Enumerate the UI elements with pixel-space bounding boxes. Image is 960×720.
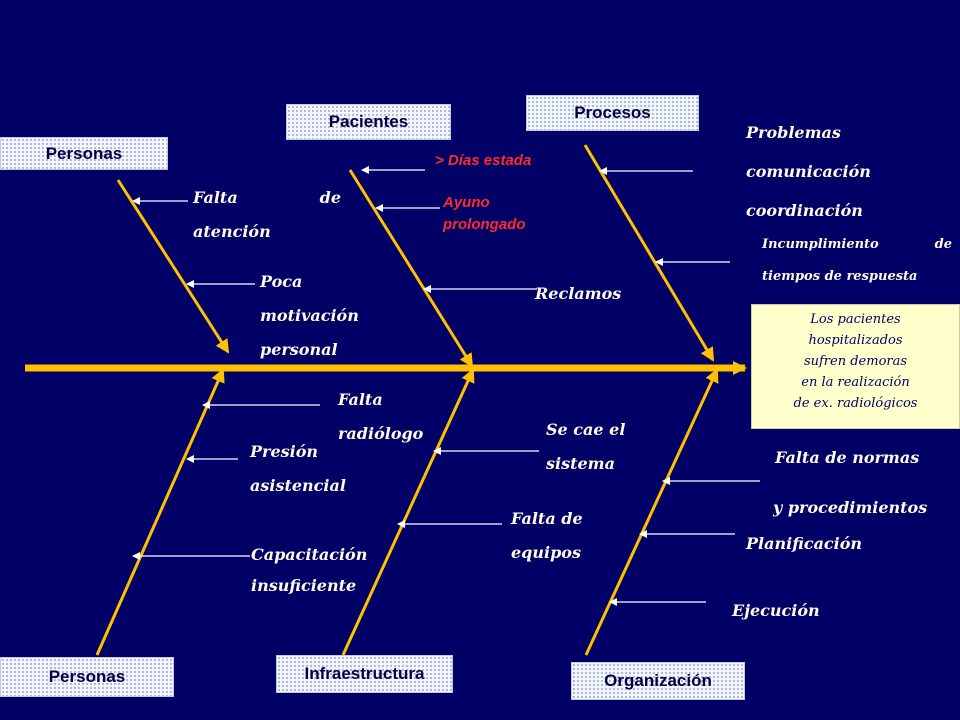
category-organizacion: Organización	[571, 662, 745, 700]
cause-line: atención	[193, 222, 271, 241]
bone-infraestructura	[341, 368, 475, 656]
cause-reclamos: Reclamos	[535, 277, 621, 311]
cause-line: asistencial	[250, 476, 346, 495]
cause-falta-radiologo: Falta radiólogo	[338, 383, 423, 451]
cause-word: de	[319, 188, 341, 207]
bone-personas-bottom	[95, 368, 225, 656]
cause-line: Presión	[250, 442, 319, 461]
category-procesos: Procesos	[526, 95, 699, 131]
category-personas-top: Personas	[0, 137, 168, 170]
cause-falta-normas: Falta de normas	[775, 441, 919, 475]
cause-line: Se cae el	[546, 420, 626, 439]
category-personas-bottom: Personas	[0, 657, 174, 697]
effect-line: Los pacientes	[810, 312, 901, 327]
cause-line: Ejecución	[732, 601, 820, 620]
cause-line: tiempos de respuesta	[762, 269, 918, 284]
cause-line: insuficiente	[251, 576, 357, 595]
cause-line: Ayuno	[443, 194, 490, 211]
category-infraestructura: Infraestructura	[276, 655, 453, 693]
bone-personas-top	[116, 179, 230, 354]
cause-line: Planificación	[746, 534, 863, 553]
cause-incumplimiento: Incumplimiento de tiempos de respuesta	[762, 229, 952, 293]
cause-line: sistema	[546, 454, 615, 473]
cause-line: > Días estada	[435, 152, 532, 169]
cause-line: comunicación	[746, 162, 871, 181]
bone-organizacion	[584, 368, 719, 656]
cause-planificacion: Planificación	[746, 527, 862, 561]
cause-line: Reclamos	[535, 284, 622, 303]
bone-procesos	[583, 144, 715, 362]
cause-ayuno: Ayuno prolongado	[443, 192, 526, 236]
cause-se-cae-sistema: Se cae el sistema	[546, 413, 625, 481]
cause-line: radiólogo	[338, 424, 424, 443]
cause-line: Capacitación	[251, 545, 368, 564]
cause-capacitacion: Capacitación insuficiente	[251, 539, 367, 601]
cause-presion: Presión asistencial	[250, 435, 346, 503]
cause-dias-estada: > Días estada	[435, 150, 531, 172]
cause-line: coordinación	[746, 201, 863, 220]
cause-falta-atencion: Falta de atención	[193, 181, 341, 249]
cause-word: Incumplimiento	[762, 237, 879, 252]
cause-ejecucion: Ejecución	[732, 594, 820, 628]
effect-line: en la realización	[801, 375, 910, 390]
cause-procedimientos: y procedimientos	[773, 491, 927, 525]
cause-line: Falta de	[511, 509, 583, 528]
effect-line: de ex. radiológicos	[793, 396, 918, 411]
cause-line: Problemas	[746, 123, 841, 142]
effect-line: hospitalizados	[808, 333, 903, 348]
cause-line: Poca	[260, 272, 303, 291]
cause-falta-equipos: Falta de equipos	[511, 502, 583, 570]
bone-pacientes	[348, 169, 474, 368]
cause-word: Falta	[193, 188, 238, 207]
cause-line: personal	[260, 340, 338, 359]
cause-line: y procedimientos	[773, 498, 928, 517]
effect-box: Los pacientes hospitalizados sufren demo…	[751, 304, 960, 429]
cause-line: Falta de normas	[775, 448, 920, 467]
cause-line: motivación	[260, 306, 359, 325]
cause-poca-motivacion: Poca motivación personal	[260, 265, 359, 367]
cause-line: Falta	[338, 390, 383, 409]
cause-line: equipos	[511, 543, 581, 562]
effect-line: sufren demoras	[803, 354, 908, 369]
cause-word: de	[934, 237, 952, 252]
cause-line: prolongado	[443, 216, 526, 233]
cause-problemas: Problemas comunicación coordinación	[746, 113, 871, 230]
category-pacientes: Pacientes	[286, 104, 451, 140]
